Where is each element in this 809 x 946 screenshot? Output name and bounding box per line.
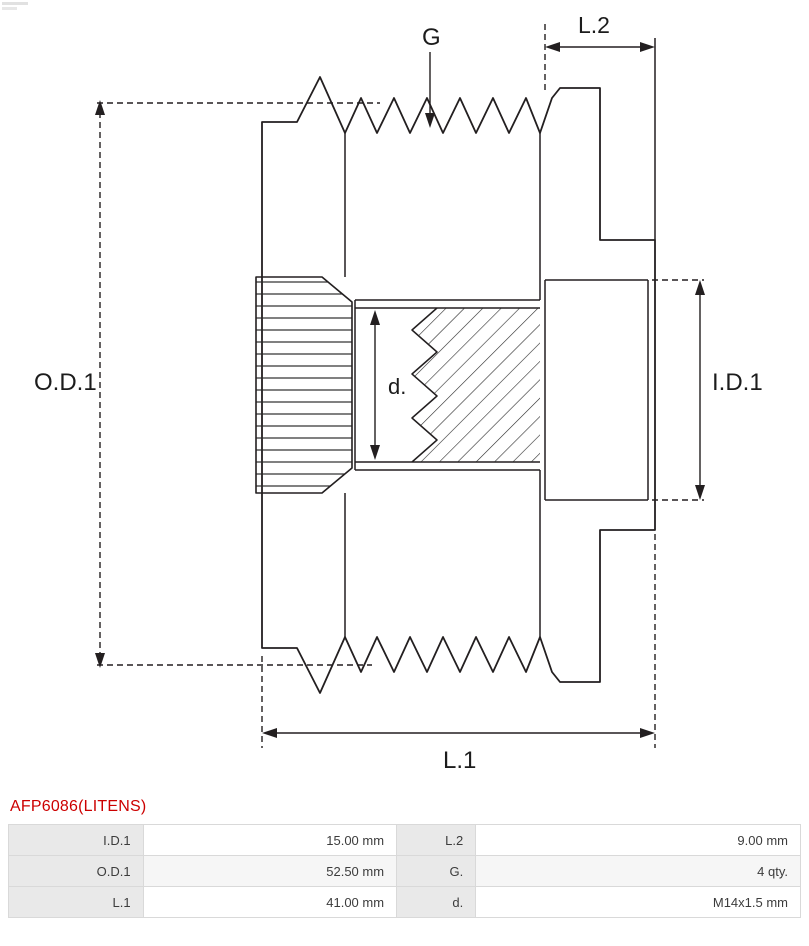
- label-id1: I.D.1: [712, 369, 763, 396]
- dimension-d: d.: [370, 310, 406, 460]
- spec-label-id1: I.D.1: [8, 824, 144, 856]
- spec-label-d: d.: [396, 886, 477, 918]
- table-row: I.D.1 15.00 mm L.2 9.00 mm: [8, 824, 801, 856]
- spec-value-g: 4 qty.: [475, 855, 801, 887]
- spec-value-l1: 41.00 mm: [142, 886, 398, 918]
- spec-label-l1: L.1: [8, 886, 144, 918]
- label-d: d.: [388, 374, 406, 399]
- dimension-l1: L.1: [261, 534, 656, 774]
- spec-value-d: M14x1.5 mm: [475, 886, 801, 918]
- pulley-outline: [261, 76, 656, 694]
- table-row: O.D.1 52.50 mm G. 4 qty.: [8, 855, 801, 887]
- dimension-od1: O.D.1: [34, 100, 380, 668]
- part-number: AFP6086(LITENS): [10, 798, 147, 815]
- table-row: L.1 41.00 mm d. M14x1.5 mm: [8, 886, 801, 918]
- technical-drawing-area: O.D.1 L.2 G I.D.1 L.1 d.: [2, 2, 763, 774]
- spec-value-l2: 9.00 mm: [475, 824, 801, 856]
- label-l2: L.2: [578, 12, 610, 38]
- spec-label-l2: L.2: [396, 824, 477, 856]
- label-g: G: [422, 24, 441, 51]
- watermark: [2, 2, 28, 10]
- label-l1: L.1: [443, 747, 476, 774]
- spec-value-id1: 15.00 mm: [142, 824, 398, 856]
- spec-label-g: G.: [396, 855, 477, 887]
- pulley-cross-section-diagram: O.D.1 L.2 G I.D.1 L.1 d.: [2, 2, 763, 774]
- spec-label-od1: O.D.1: [8, 855, 144, 887]
- specs-table: I.D.1 15.00 mm L.2 9.00 mm O.D.1 52.50 m…: [8, 824, 801, 918]
- knurled-section: [255, 276, 353, 494]
- threaded-bore: [411, 307, 540, 463]
- dimension-g: G: [422, 24, 441, 128]
- dimension-l2: L.2: [544, 12, 656, 240]
- dimension-id1: I.D.1: [652, 279, 763, 501]
- spec-value-od1: 52.50 mm: [142, 855, 398, 887]
- label-od1: O.D.1: [34, 369, 97, 396]
